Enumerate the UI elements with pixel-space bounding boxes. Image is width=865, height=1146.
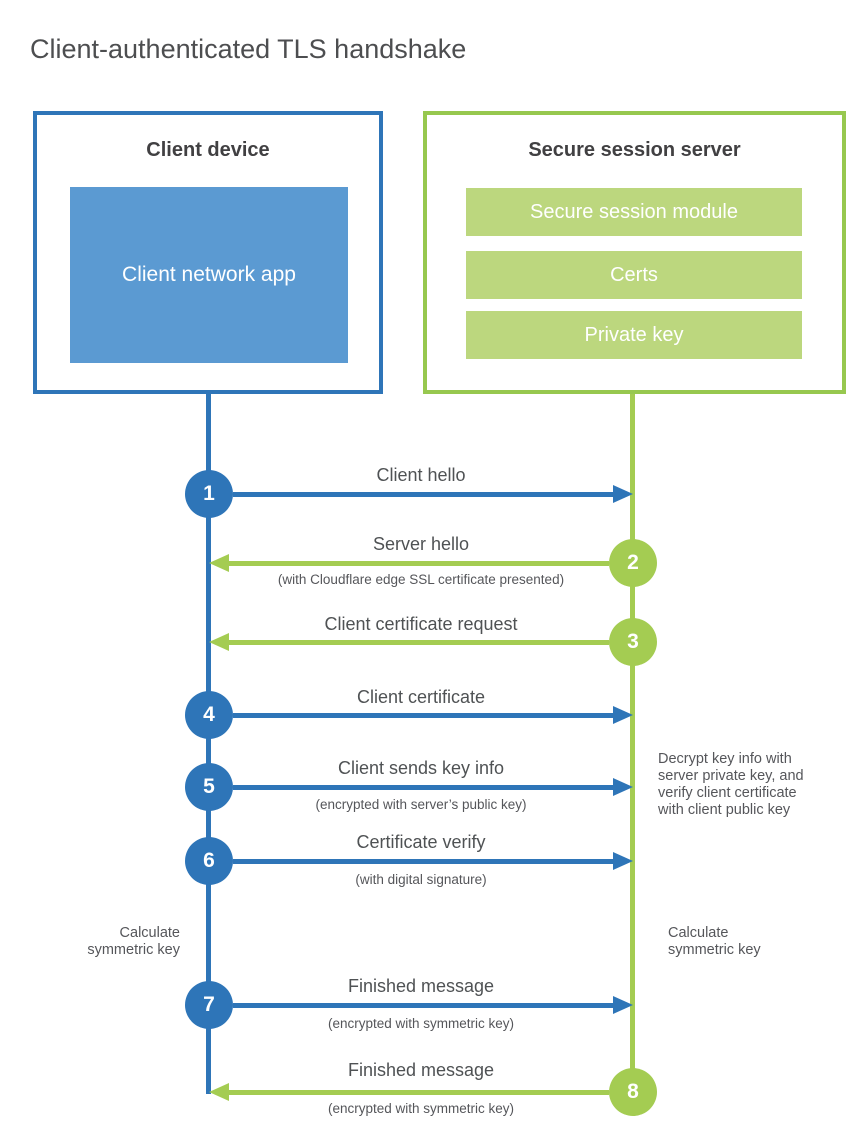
server-module-private-key: Private key [466, 311, 802, 359]
step-7-badge: 7 [185, 981, 233, 1029]
step-2-arrow-left-icon [209, 554, 609, 572]
step-5-sublabel: (encrypted with server’s public key) [315, 797, 527, 812]
client-network-app-box: Client network app [70, 187, 348, 363]
step-7-sublabel: (encrypted with symmetric key) [327, 1016, 515, 1031]
page-title: Client-authenticated TLS handshake [30, 34, 467, 65]
client-network-app-label: Client network app [122, 262, 296, 286]
secure-session-server-box: Secure session server Secure session mod… [423, 111, 846, 394]
step-7-arrow-right-icon [233, 996, 633, 1014]
step-5-badge: 5 [185, 763, 233, 811]
step-2-label: Server hello [372, 534, 470, 554]
step-1-label: Client hello [376, 465, 466, 485]
step-2-sublabel: (with Cloudflare edge SSL certificate pr… [277, 572, 565, 587]
step-6-badge: 6 [185, 837, 233, 885]
secure-session-server-title: Secure session server [528, 139, 741, 161]
step-6-label: Certificate verify [356, 832, 486, 852]
step-6-sublabel: (with digital signature) [355, 872, 487, 887]
server-module-secure-session: Secure session module [466, 188, 802, 236]
client-lifeline [206, 394, 211, 1094]
client-device-title: Client device [146, 139, 270, 161]
calculate-symmetric-key-client: Calculate symmetric key [87, 925, 180, 958]
step-6-arrow-right-icon [233, 852, 633, 870]
calculate-symmetric-key-server: Calculate symmetric key [668, 925, 761, 958]
server-module-certs: Certs [466, 251, 802, 299]
step-8-arrow-left-icon [209, 1083, 609, 1101]
decrypt-note: Decrypt key info with server private key… [658, 751, 804, 818]
step-4-arrow-right-icon [233, 706, 633, 724]
client-device-box: Client device Client network app [33, 111, 383, 394]
step-5-arrow-right-icon [233, 778, 633, 796]
step-8-badge: 8 [609, 1068, 657, 1116]
step-3-badge: 3 [609, 618, 657, 666]
step-8-label: Finished message [347, 1060, 495, 1080]
step-3-arrow-left-icon [209, 633, 609, 651]
server-lifeline [630, 394, 635, 1094]
step-8-sublabel: (encrypted with symmetric key) [327, 1101, 515, 1116]
step-2-badge: 2 [609, 539, 657, 587]
step-5-label: Client sends key info [337, 758, 505, 778]
step-3-label: Client certificate request [324, 614, 518, 634]
step-7-label: Finished message [347, 976, 495, 996]
step-1-badge: 1 [185, 470, 233, 518]
step-4-label: Client certificate [356, 687, 486, 707]
step-1-arrow-right-icon [233, 485, 633, 503]
step-4-badge: 4 [185, 691, 233, 739]
